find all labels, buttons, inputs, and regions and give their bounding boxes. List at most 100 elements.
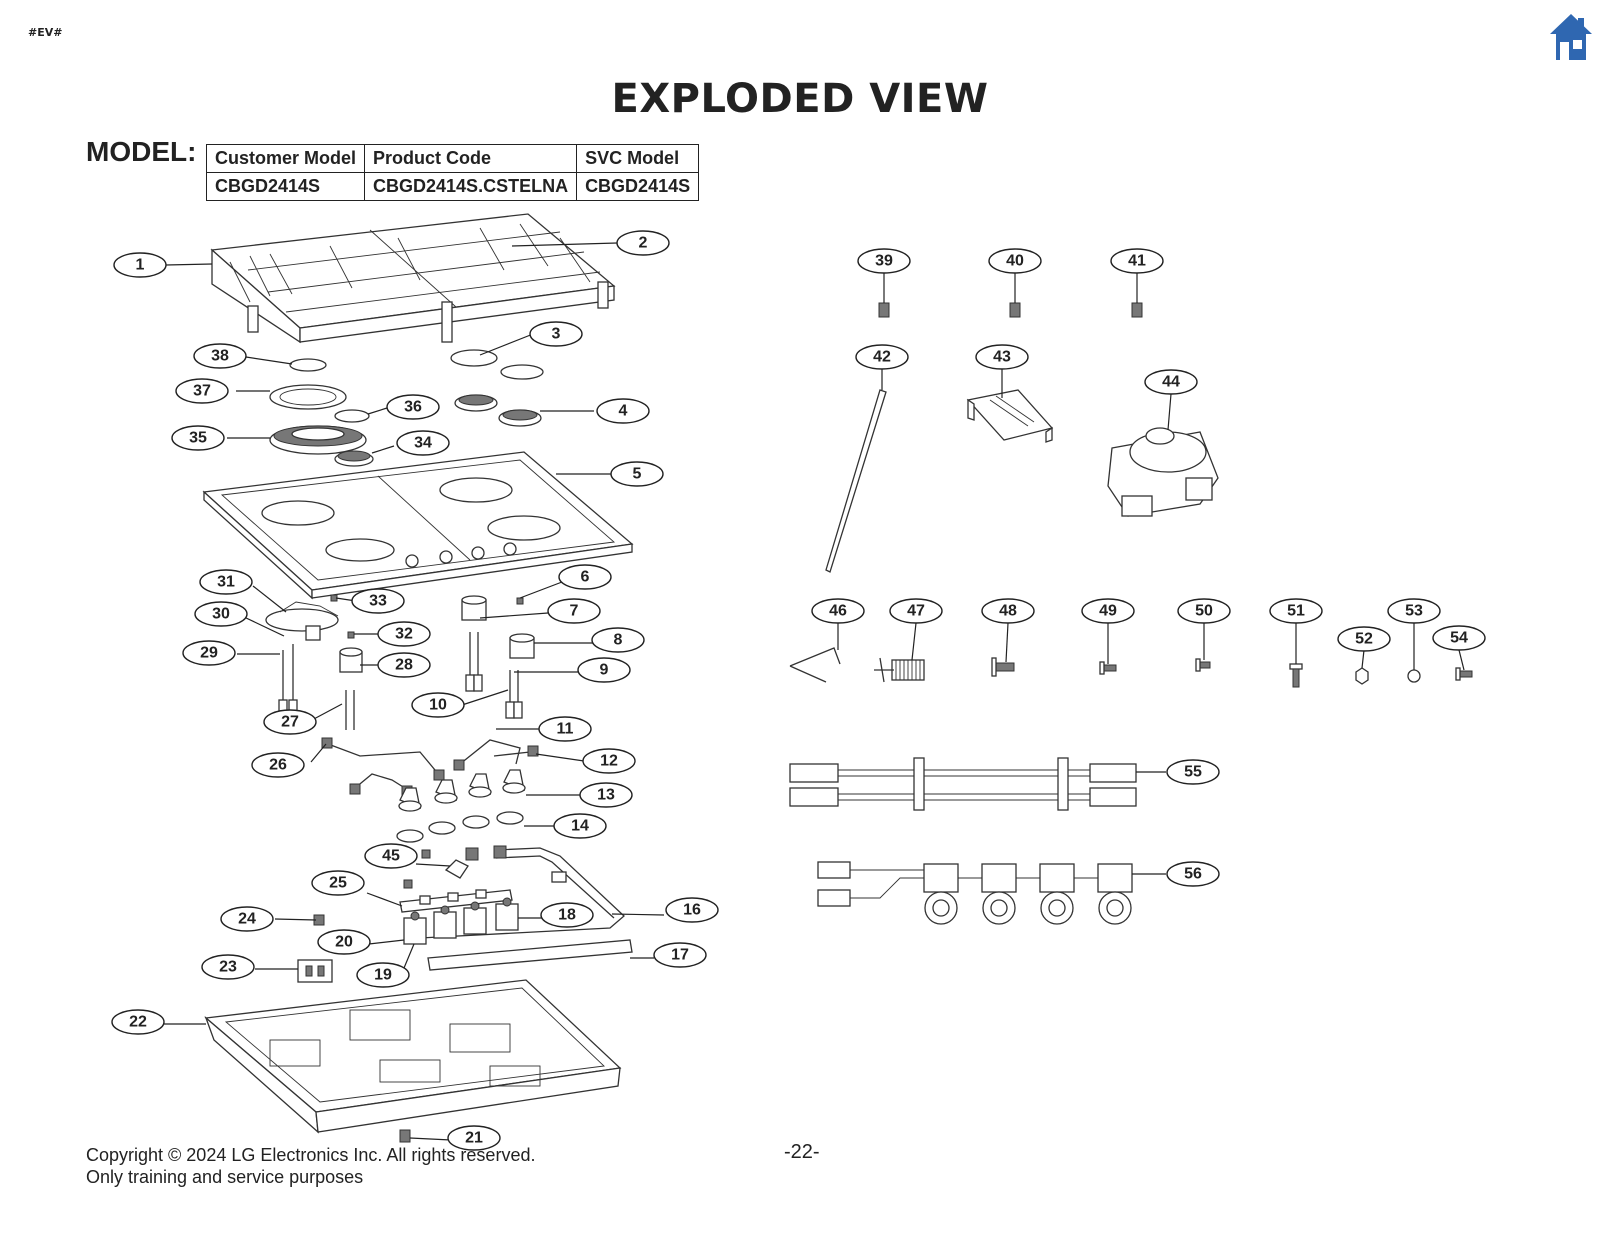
callout: 56 [1166,861,1220,887]
base-pan-drawing [204,979,622,1134]
svg-text:55: 55 [1184,764,1202,781]
callout: 13 [579,782,633,808]
regulator-drawing [1107,427,1219,517]
svg-text:3: 3 [552,326,561,343]
svg-text:42: 42 [873,349,891,366]
switch-block-drawing [297,959,333,983]
panel-drawing [427,939,633,971]
svg-text:4: 4 [619,403,628,420]
callout: 52 [1337,626,1391,652]
callout: 20 [317,929,371,955]
callout: 26 [251,752,305,778]
callout: 19 [356,962,410,988]
page-tag: #EV# [28,26,63,39]
svg-text:35: 35 [189,430,207,447]
callout: 5 [610,461,664,487]
svg-text:29: 29 [200,645,218,662]
svg-text:9: 9 [600,662,609,679]
svg-text:25: 25 [329,875,347,892]
small-burner-drawing [334,450,374,467]
callout: 55 [1166,759,1220,785]
svg-text:38: 38 [211,348,229,365]
callout: 6 [558,564,612,590]
callout: 43 [975,344,1029,370]
callout: 44 [1144,369,1198,395]
model-label: MODEL: [86,136,197,167]
callout: 28 [377,652,431,678]
callouts: 1 2 3 4 5 6 7 8 9 10 11 12 13 14 16 17 1… [111,230,1486,1151]
page-title: EXPLODED VIEW [611,76,989,122]
callout: 29 [182,640,236,666]
svg-text:17: 17 [671,947,689,964]
svg-text:7: 7 [570,603,579,620]
callout: 54 [1432,625,1486,651]
callout: 46 [811,598,865,624]
svg-text:12: 12 [600,753,618,770]
screw-drawing [399,1129,411,1143]
large-burner-drawing [269,425,367,455]
model-table-row: CBGD2414S CBGD2414S.CSTELNA CBGD2414S [205,172,700,201]
bracket-drawing [966,389,1054,443]
spring-drawing [874,657,925,683]
svg-text:10: 10 [429,697,447,714]
callout: 39 [857,248,911,274]
cap-drawing [500,364,544,380]
svg-text:16: 16 [683,902,701,919]
callout: 31 [199,569,253,595]
svg-text:24: 24 [238,911,256,928]
svg-text:41: 41 [1128,253,1146,270]
burner-drawing [454,394,542,427]
svg-text:28: 28 [395,657,413,674]
rod-drawing [825,389,887,573]
svg-text:48: 48 [999,603,1017,620]
callout: 27 [263,709,317,735]
svg-text:18: 18 [558,907,576,924]
orifice-holder-drawing [339,595,535,673]
svg-text:46: 46 [829,603,847,620]
callout: 45 [364,843,418,869]
svg-text:30: 30 [212,606,230,623]
small-cap-drawing [334,409,370,423]
footer-copyright: Copyright © 2024 LG Electronics Inc. All… [86,1144,535,1188]
callout: 8 [591,627,645,653]
svg-text:2: 2 [639,235,648,252]
callout: 11 [538,716,592,742]
valve-drawing [403,897,519,945]
svg-text:11: 11 [557,721,574,738]
callout: 47 [889,598,943,624]
svg-text:21: 21 [465,1130,483,1147]
home-icon[interactable] [1548,12,1594,62]
callout: 1 [113,252,167,278]
callout: 33 [351,588,405,614]
svg-text:49: 49 [1099,603,1117,620]
svg-text:26: 26 [269,757,287,774]
column-header-svc-model: SVC Model [576,144,700,173]
callout: 18 [540,902,594,928]
callout: 50 [1177,598,1231,624]
callout: 42 [855,344,909,370]
product-code-value: CBGD2414S.CSTELNA [364,172,578,201]
callout: 40 [988,248,1042,274]
svg-text:50: 50 [1195,603,1213,620]
copyright-line: Copyright © 2024 LG Electronics Inc. All… [86,1145,536,1165]
callout: 4 [596,398,650,424]
callout: 12 [582,748,636,774]
callout: 10 [411,692,465,718]
bezel-drawing [396,811,524,843]
svg-text:14: 14 [571,818,589,835]
svg-text:34: 34 [414,435,432,452]
wire-clip-drawing [789,647,841,683]
callout: 23 [201,954,255,980]
svg-text:23: 23 [219,959,237,976]
small-cap-drawing [289,358,327,372]
electrode-drawing [278,632,523,730]
svg-text:43: 43 [993,349,1011,366]
callout: 14 [553,813,607,839]
svg-text:5: 5 [633,466,642,483]
callout: 53 [1387,598,1441,624]
burner-grate-drawing [210,213,616,344]
svg-text:37: 37 [193,383,211,400]
callout: 49 [1081,598,1135,624]
callout: 35 [171,425,225,451]
